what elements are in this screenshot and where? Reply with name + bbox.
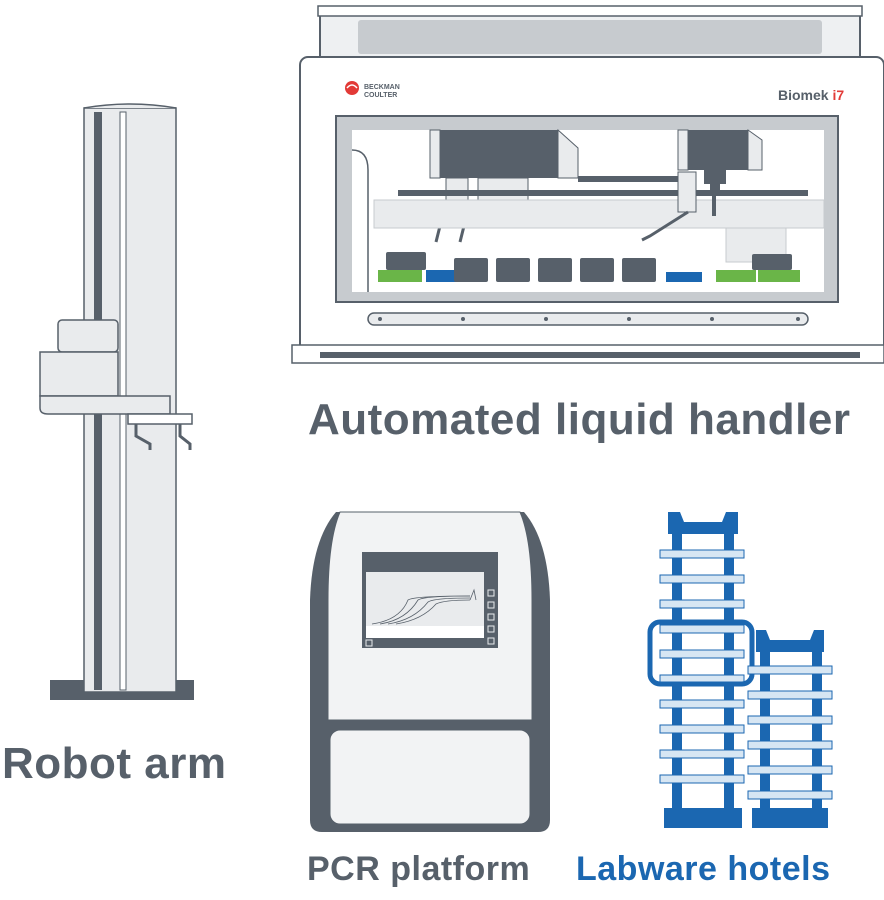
model-name: Biomek i7 bbox=[778, 88, 844, 102]
tall-labware-hotel bbox=[647, 512, 755, 828]
liquid-handler-caption: Automated liquid handler bbox=[308, 395, 851, 444]
robot-arm-caption: Robot arm bbox=[2, 739, 227, 788]
deck-plate-green bbox=[378, 270, 422, 282]
pcr-platform-caption: PCR platform bbox=[307, 850, 531, 888]
gantry-beam bbox=[373, 199, 825, 229]
model-suffix: i7 bbox=[832, 87, 845, 103]
deck-tip-box bbox=[386, 252, 426, 270]
right-gripper bbox=[641, 210, 689, 242]
pcr-drawer bbox=[329, 729, 531, 825]
brand-name: BECKMAN COULTER bbox=[364, 84, 400, 99]
liquid-handler-illustration bbox=[291, 5, 884, 364]
robot-arm-illustration bbox=[39, 103, 194, 700]
left-pipetting-head bbox=[438, 130, 558, 178]
gantry-rail bbox=[398, 190, 808, 196]
hotel-handle bbox=[647, 619, 755, 687]
model-prefix: Biomek bbox=[778, 87, 833, 103]
right-pipetting-head bbox=[686, 130, 748, 170]
robot-arm-forearm bbox=[39, 395, 171, 415]
handler-hood-rim bbox=[317, 5, 863, 17]
labware-hotels-caption: Labware hotels bbox=[576, 850, 831, 888]
handler-base-strip bbox=[320, 352, 860, 358]
handler-slot bbox=[367, 312, 809, 326]
robot-arm-gripper bbox=[127, 413, 193, 425]
handler-hood-window bbox=[358, 20, 822, 54]
robot-arm-shoulder bbox=[57, 319, 119, 353]
pcr-platform-illustration bbox=[310, 511, 550, 832]
beckman-logo-icon bbox=[345, 81, 359, 95]
labware-hotels-illustration bbox=[647, 512, 833, 828]
short-labware-hotel bbox=[747, 630, 833, 828]
